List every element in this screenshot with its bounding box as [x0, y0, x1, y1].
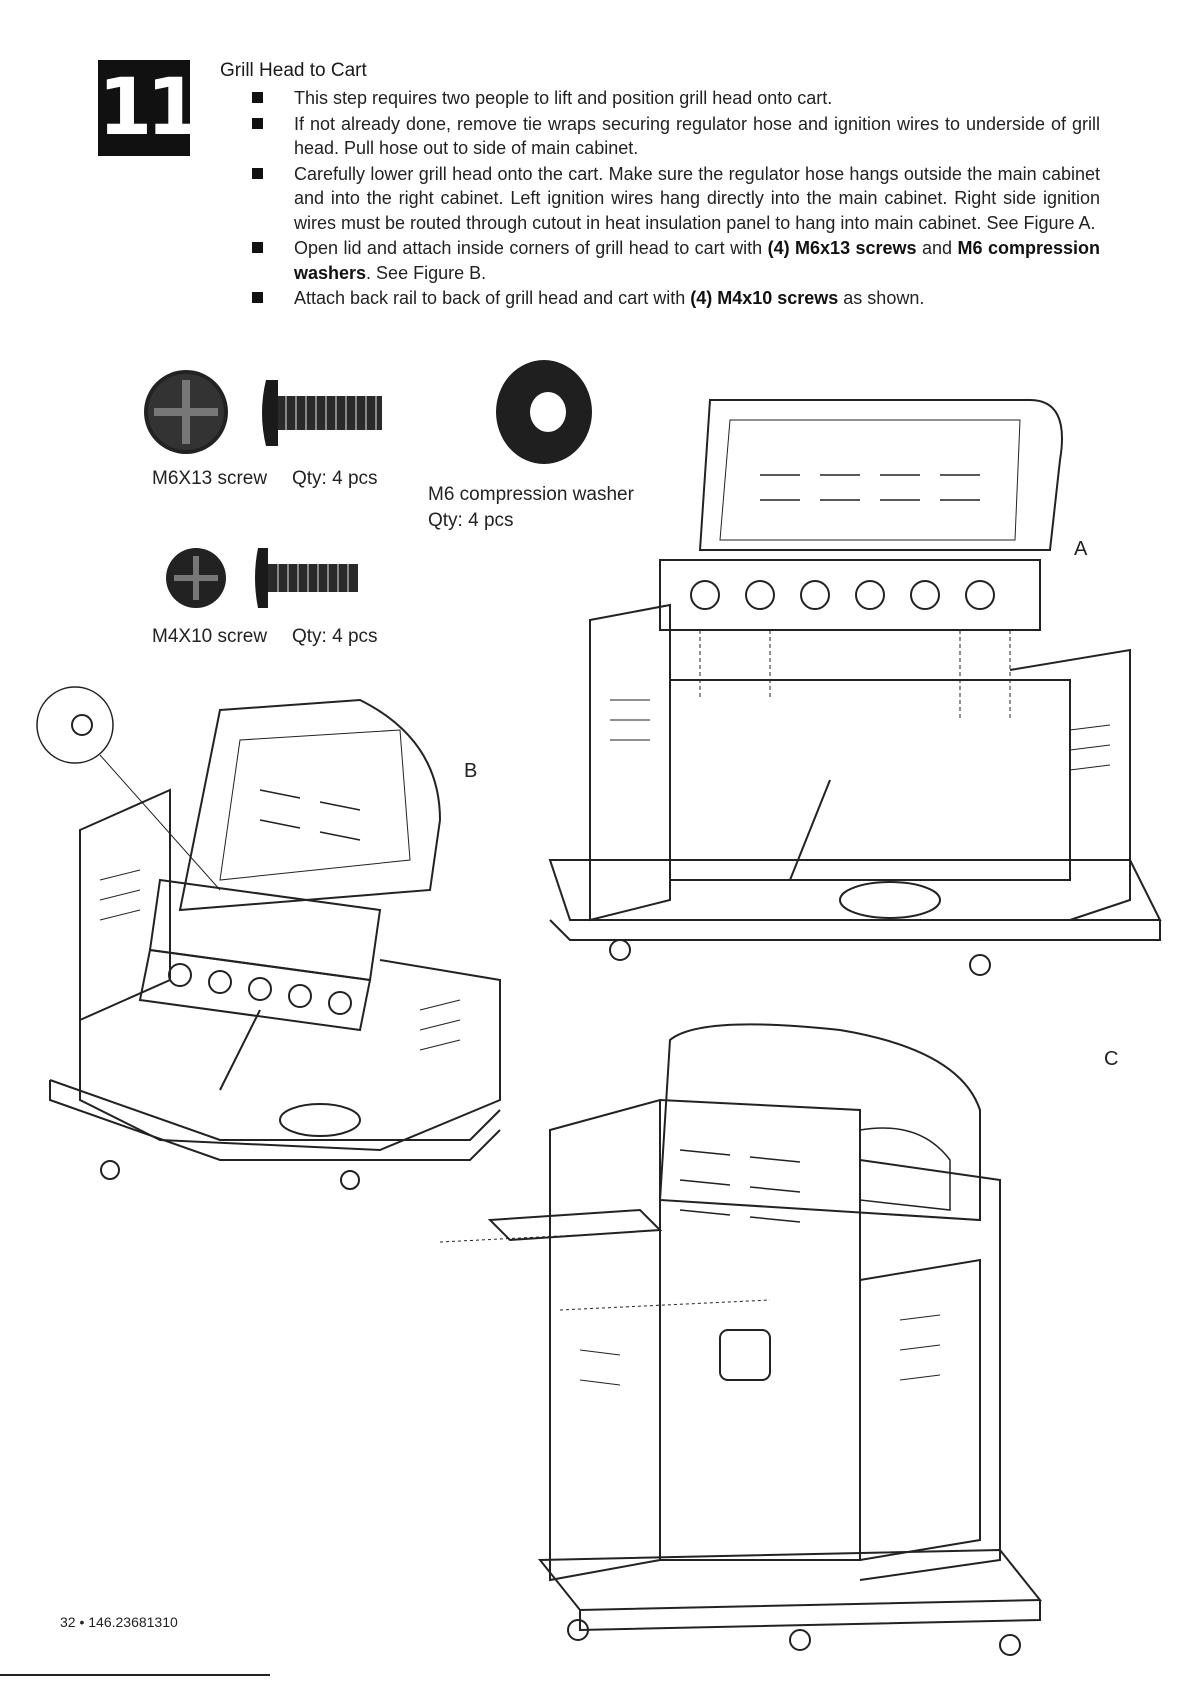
instruction-list: This step requires two people to lift an… [252, 86, 1100, 312]
figure-b-illustration [36, 686, 501, 1190]
bold-part-ref: M6 compression washers [294, 238, 1100, 283]
step-title: Grill Head to Cart [220, 60, 367, 81]
instruction-item: If not already done, remove tie wraps se… [252, 112, 1100, 161]
part-name-m4x10: M4X10 screw [152, 626, 268, 647]
figure-a-label: A [1074, 538, 1088, 560]
part-qty-washer: Qty: 4 pcs [428, 510, 514, 531]
bullet-square-icon [252, 292, 263, 303]
washer-icon [496, 360, 592, 464]
instruction-item: Attach back rail to back of grill head a… [252, 286, 1100, 311]
bold-part-ref: (4) M4x10 screws [690, 288, 839, 308]
bullet-square-icon [252, 167, 263, 179]
instruction-item: Carefully lower grill head onto the cart… [252, 162, 1100, 236]
page-footer: 32 • 146.23681310 [60, 1614, 178, 1630]
m6-screw-head-icon [144, 370, 228, 454]
m6-screw-side-icon [262, 380, 382, 446]
bullet-square-icon [252, 117, 263, 129]
m4-screw-head-icon [166, 548, 226, 608]
figure-a-illustration [548, 399, 1162, 976]
part-qty-m4x10: Qty: 4 pcs [292, 626, 378, 647]
figure-c-label: C [1104, 1048, 1119, 1070]
figure-c-illustration [439, 1023, 1043, 1656]
figure-b-label: B [464, 760, 478, 782]
part-name-m6x13: M6X13 screw [152, 468, 268, 489]
step-number-badge: 11 [98, 60, 201, 156]
bottom-divider [0, 1674, 270, 1676]
instruction-item: This step requires two people to lift an… [252, 86, 1100, 111]
part-name-washer: M6 compression washer [428, 484, 634, 505]
instruction-item: Open lid and attach inside corners of gr… [252, 236, 1100, 285]
part-qty-m6x13: Qty: 4 pcs [292, 468, 378, 489]
bullet-square-icon [252, 242, 263, 253]
bullet-square-icon [252, 92, 263, 103]
bold-part-ref: (4) M6x13 screws [767, 238, 917, 258]
m4-screw-side-icon [255, 548, 358, 608]
